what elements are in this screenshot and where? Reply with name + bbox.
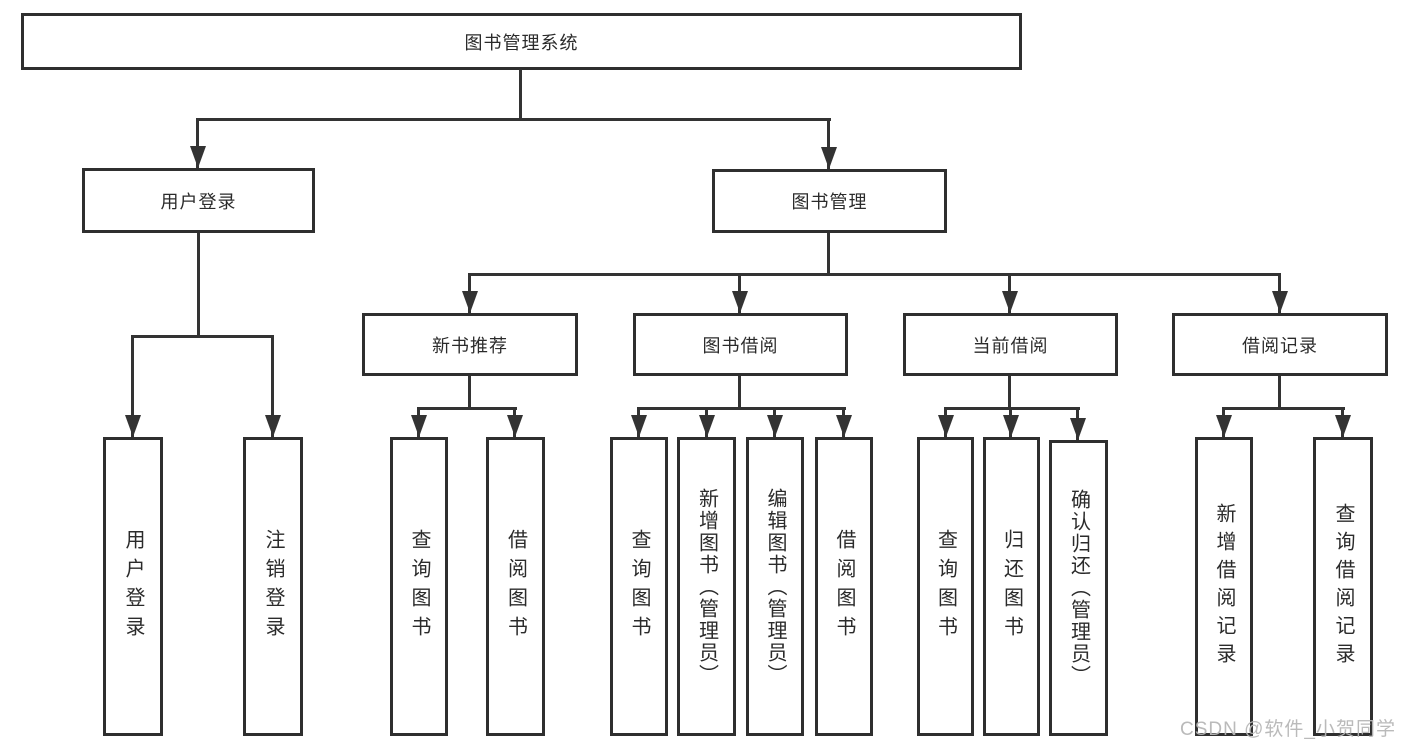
leaf-query-books-recommend: 查询图书 [390, 437, 448, 736]
arrow-to-leaf-user-login [124, 335, 141, 437]
arrow-to-leaf-query-books-recommend [410, 407, 427, 437]
leaf-add-book-admin-label: 新增图书（管理员） [695, 487, 718, 686]
leaf-confirm-return-admin: 确认归还（管理员） [1049, 440, 1108, 736]
node-new-book-recommend-label: 新书推荐 [432, 335, 508, 356]
connector-user-login-stub [197, 233, 200, 335]
leaf-add-book-admin: 新增图书（管理员） [677, 437, 736, 736]
leaf-logout: 注销登录 [243, 437, 303, 736]
leaf-user-login-label: 用户登录 [122, 528, 144, 645]
connector-book-management-stub [827, 233, 830, 273]
arrow-to-user-login [189, 118, 206, 168]
connector-group5-rail [1223, 407, 1345, 410]
arrow-to-book-management [820, 118, 837, 169]
arrow-to-leaf-borrow-books-recommend [506, 407, 523, 437]
arrow-to-leaf-query-books-current [937, 407, 954, 437]
connector-group1-rail [132, 335, 274, 338]
leaf-query-books-borrow: 查询图书 [610, 437, 668, 736]
leaf-query-books-current-label: 查询图书 [934, 528, 957, 645]
leaf-edit-book-admin: 编辑图书（管理员） [746, 437, 804, 736]
node-book-management: 图书管理 [712, 169, 947, 233]
leaf-query-borrow-record: 查询借阅记录 [1313, 437, 1373, 736]
arrow-to-leaf-query-books-borrow [630, 407, 647, 437]
arrow-to-new-book-recommend [461, 273, 478, 313]
connector-group4-rail [945, 407, 1080, 410]
arrow-to-leaf-borrow-books-2 [835, 407, 852, 437]
connector-book-borrow-stub [738, 376, 741, 407]
connector-level2-rail [197, 118, 831, 121]
connector-borrow-records-stub [1278, 376, 1281, 407]
arrow-to-leaf-query-borrow-record [1334, 407, 1351, 437]
arrow-to-leaf-add-borrow-record [1215, 407, 1232, 437]
leaf-add-borrow-record-label: 新增借阅记录 [1213, 502, 1235, 671]
arrow-to-borrow-records [1271, 273, 1288, 313]
leaf-return-books-label: 归还图书 [1000, 528, 1023, 645]
arrow-to-leaf-confirm-return-admin [1069, 407, 1086, 440]
node-book-management-label: 图书管理 [791, 192, 868, 212]
arrow-to-leaf-add-book-admin [698, 407, 715, 437]
node-borrow-records-label: 借阅记录 [1242, 335, 1318, 356]
leaf-borrow-books-recommend: 借阅图书 [486, 437, 545, 736]
leaf-edit-book-admin-label: 编辑图书（管理员） [764, 487, 786, 686]
node-root: 图书管理系统 [21, 13, 1022, 70]
leaf-add-borrow-record: 新增借阅记录 [1195, 437, 1253, 736]
leaf-borrow-books-recommend-label: 借阅图书 [504, 528, 527, 645]
leaf-logout-label: 注销登录 [262, 528, 284, 645]
leaf-borrow-books-2-label: 借阅图书 [833, 528, 855, 645]
node-root-label: 图书管理系统 [464, 32, 579, 53]
node-user-login: 用户登录 [82, 168, 315, 233]
leaf-query-books-recommend-label: 查询图书 [408, 528, 430, 645]
node-new-book-recommend: 新书推荐 [362, 313, 578, 376]
arrow-to-leaf-logout [264, 335, 281, 437]
arrow-to-leaf-return-books [1002, 407, 1019, 437]
leaf-borrow-books-2: 借阅图书 [815, 437, 873, 736]
node-user-login-label: 用户登录 [160, 191, 237, 212]
connector-root-stub [519, 69, 522, 118]
arrow-to-book-borrow [731, 273, 748, 313]
connector-group2-rail [418, 407, 517, 410]
connector-new-book-recommend-stub [468, 376, 471, 407]
connector-level3-rail [469, 273, 1281, 276]
node-book-borrow: 图书借阅 [633, 313, 848, 376]
leaf-query-books-current: 查询图书 [917, 437, 974, 736]
arrow-to-current-borrow [1001, 273, 1018, 313]
node-borrow-records: 借阅记录 [1172, 313, 1388, 376]
leaf-query-borrow-record-label: 查询借阅记录 [1332, 502, 1354, 671]
csdn-watermark: CSDN @软件_小贺同学 [1180, 719, 1396, 740]
node-book-borrow-label: 图书借阅 [702, 335, 779, 356]
leaf-return-books: 归还图书 [983, 437, 1040, 736]
connector-group3-rail [638, 407, 846, 410]
leaf-user-login: 用户登录 [103, 437, 163, 736]
leaf-confirm-return-admin-label: 确认归还（管理员） [1067, 489, 1090, 687]
leaf-query-books-borrow-label: 查询图书 [628, 528, 650, 645]
node-current-borrow-label: 当前借阅 [972, 335, 1049, 356]
arrow-to-leaf-edit-book-admin [766, 407, 783, 437]
node-current-borrow: 当前借阅 [903, 313, 1118, 376]
connector-current-borrow-stub [1008, 376, 1011, 407]
